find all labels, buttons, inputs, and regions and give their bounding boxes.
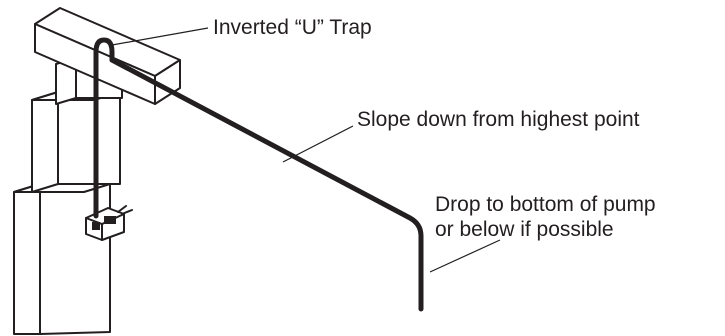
slope-leader-line — [282, 125, 354, 163]
trap-leader-line — [111, 27, 209, 46]
trap-label: Inverted “U” Trap — [213, 16, 372, 39]
condensate-pump — [85, 205, 133, 241]
drop-label-line2: or below if possible — [435, 218, 614, 241]
drain-hose — [93, 37, 424, 312]
drop-leader-line — [429, 239, 501, 273]
drop-label-line1: Drop to bottom of pump — [435, 193, 656, 216]
upper-cabinet — [31, 91, 121, 193]
slope-label: Slope down from highest point — [357, 108, 640, 131]
